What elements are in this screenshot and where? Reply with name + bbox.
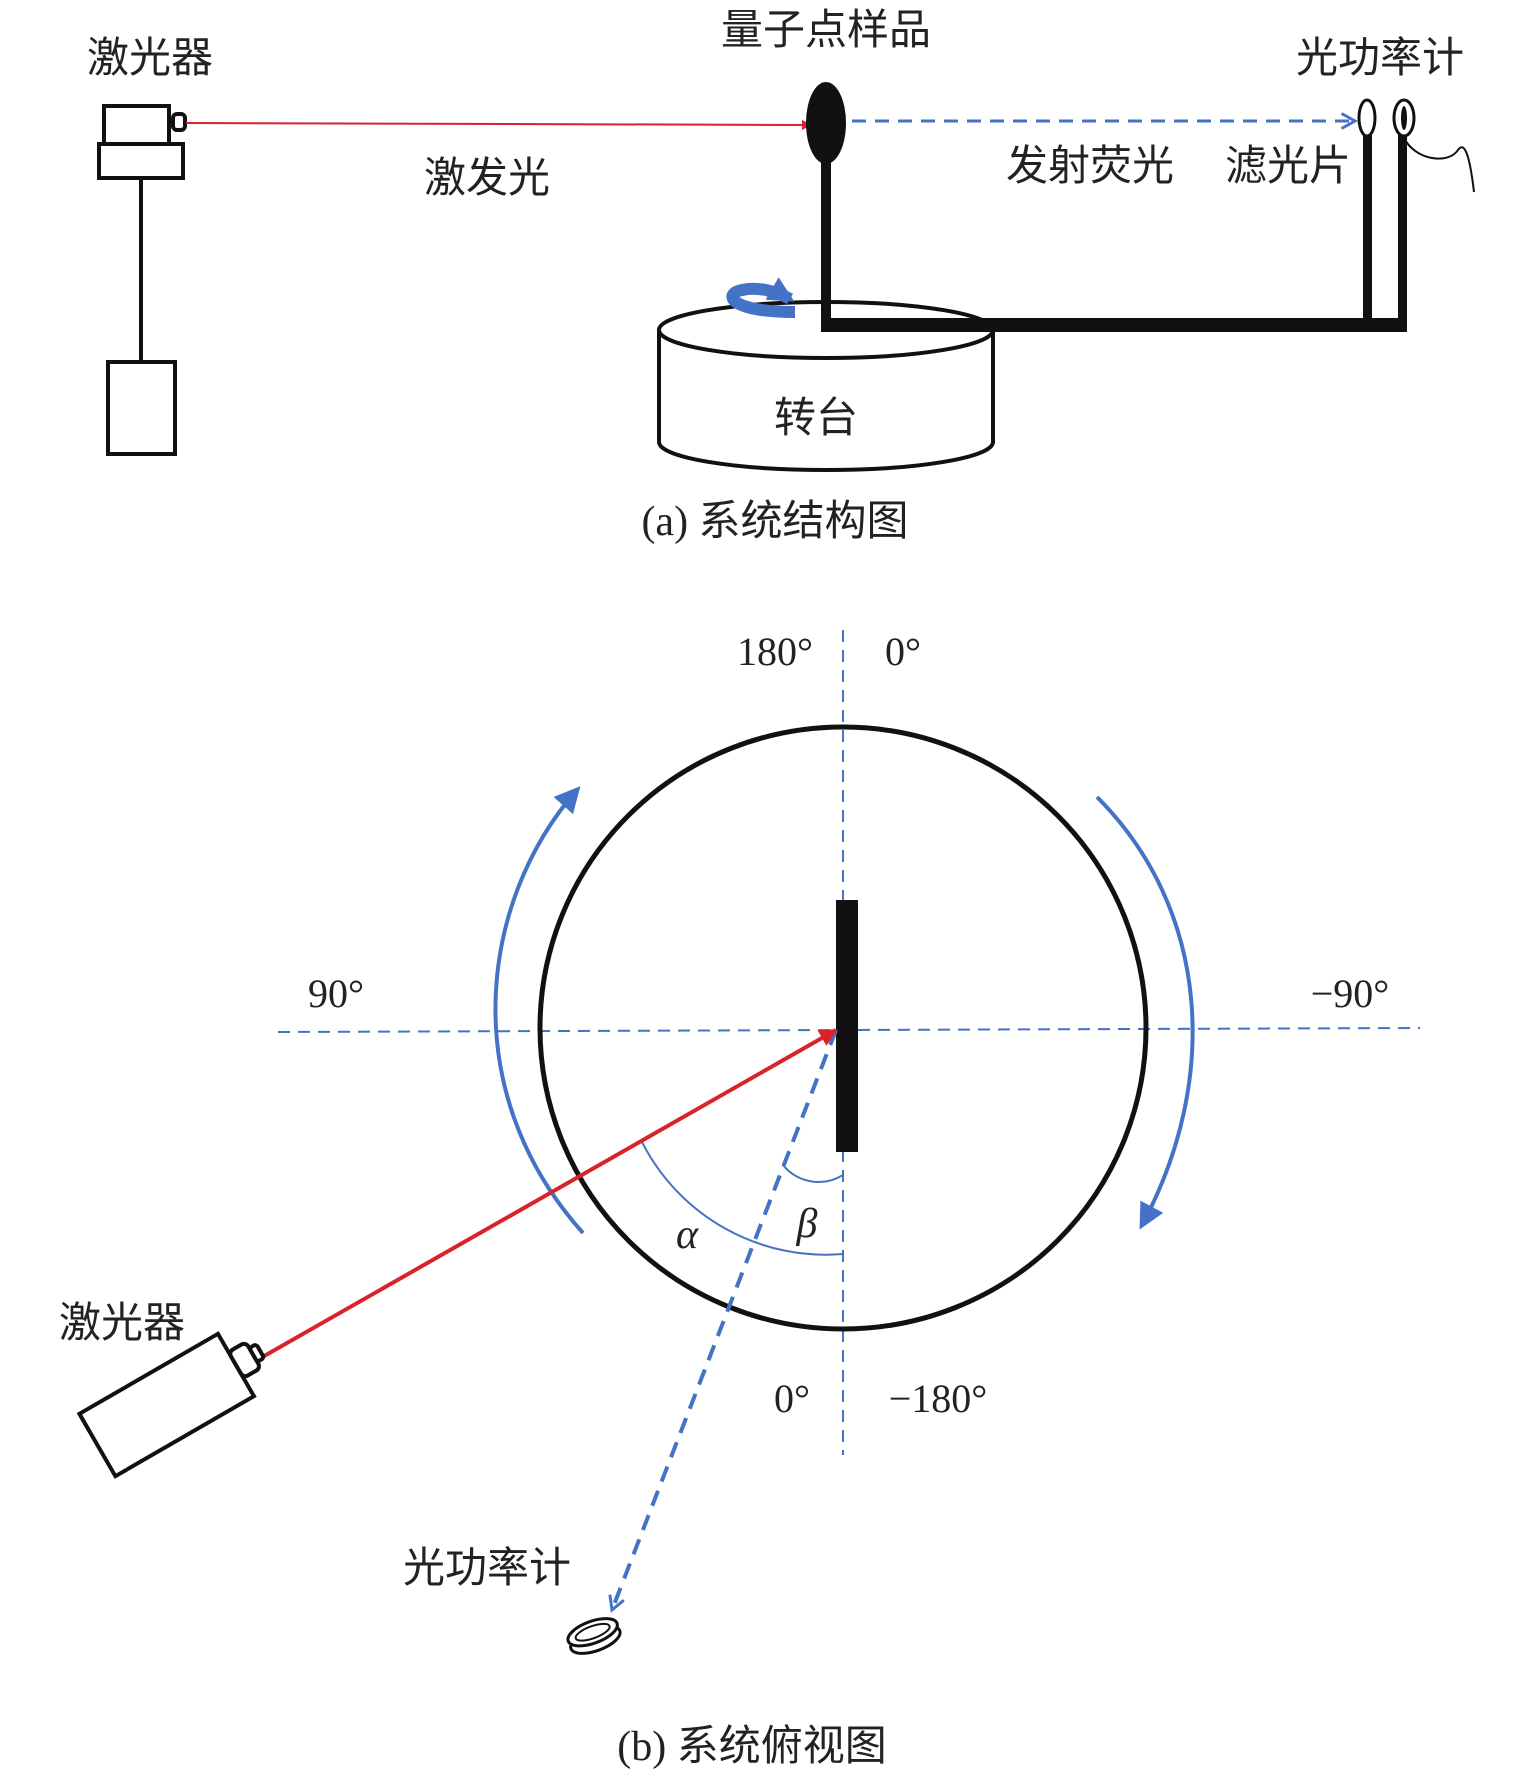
filter-icon <box>1357 98 1377 138</box>
alpha-arc <box>641 1141 844 1256</box>
detection-path <box>612 1029 838 1610</box>
ccw-arrow-icon <box>493 786 585 1235</box>
caption-a: (a) 系统结构图 <box>641 499 908 545</box>
panel-a: 激光器 量子点样品 光功率计 激发光 发射荧光 滤光片 转台 (a) 系统结构图 <box>87 5 1475 545</box>
laser-label-b: 激光器 <box>59 1298 185 1347</box>
excitation-beam <box>185 119 812 130</box>
laser-icon-b <box>76 1331 266 1479</box>
emission-label: 发射荧光 <box>1006 141 1174 190</box>
angle-bottom-left: 0° <box>774 1376 810 1421</box>
laser-icon <box>97 104 187 456</box>
angle-bottom-right: −180° <box>889 1376 988 1421</box>
beta-label: β <box>796 1201 818 1247</box>
laser-beam <box>251 1028 838 1365</box>
caption-b: (b) 系统俯视图 <box>617 1723 886 1770</box>
alpha-label: α <box>676 1212 699 1258</box>
laser-label-a: 激光器 <box>87 33 213 82</box>
meter-label-a: 光功率计 <box>1296 33 1464 82</box>
angle-right: −90° <box>1311 971 1390 1016</box>
power-meter-icon-b <box>566 1617 622 1655</box>
angle-top-right: 0° <box>885 629 921 674</box>
power-meter-icon <box>1392 98 1475 193</box>
angle-top-left: 180° <box>737 629 813 674</box>
angle-left: 90° <box>308 971 364 1016</box>
beta-arc <box>782 1164 844 1183</box>
cw-arrow-icon <box>1095 795 1195 1230</box>
rotation-arrow-icon <box>726 277 796 318</box>
turntable-circle <box>537 724 1149 1332</box>
sample-icon <box>806 82 1407 332</box>
excitation-label: 激发光 <box>424 153 550 202</box>
sample-plate <box>836 900 858 1152</box>
filter-label: 滤光片 <box>1225 141 1351 190</box>
stage-label: 转台 <box>774 393 858 442</box>
meter-label-b: 光功率计 <box>403 1543 571 1592</box>
panel-b: 180° 0° 90° −90° 0° −180° α β 激光器 光功率计 (… <box>59 629 1421 1770</box>
sample-label: 量子点样品 <box>721 5 931 54</box>
